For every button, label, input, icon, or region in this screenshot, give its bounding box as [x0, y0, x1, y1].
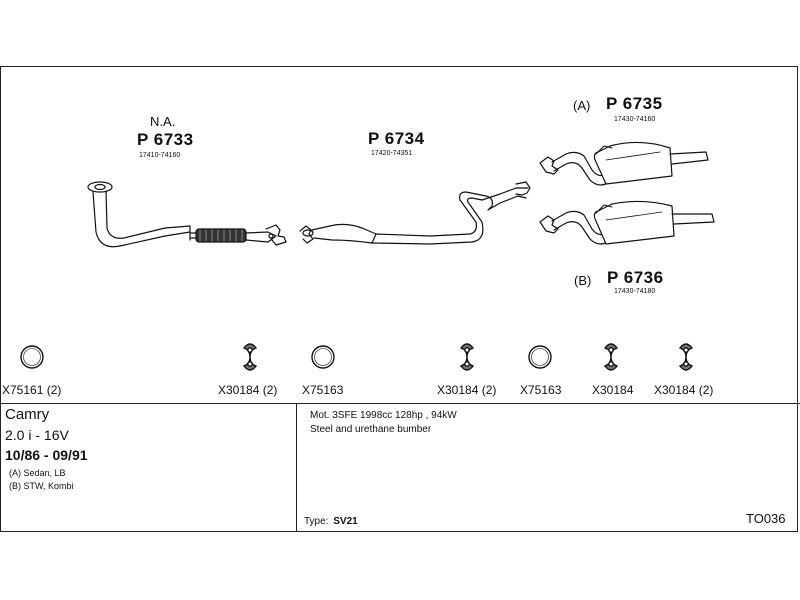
- ring-gasket-icon: [311, 345, 335, 369]
- rubber-hanger-icon: [603, 343, 619, 371]
- divider-horizontal: [0, 403, 800, 404]
- type-row: Type: SV21: [304, 516, 358, 527]
- part-qualifier: N.A.: [150, 114, 176, 129]
- part-code-p6735: 17430-74160: [614, 116, 656, 123]
- rear-silencer-p6735: [539, 141, 709, 186]
- vehicle-model: Camry: [5, 406, 50, 423]
- fitting-code: X30184 (2): [654, 383, 714, 397]
- ring-gasket-icon: [528, 345, 552, 369]
- fitting-code: X30184 (2): [437, 383, 497, 397]
- rear-silencer-p6736: [539, 200, 715, 245]
- ring-gasket-icon: [20, 345, 44, 369]
- variant-label-b: (B): [574, 273, 592, 288]
- part-code-p6733: 17410-74160: [139, 152, 181, 159]
- part-number-p6735: P 6735: [606, 94, 663, 113]
- fitting-code: X75161 (2): [2, 383, 62, 397]
- part-number-p6734: P 6734: [368, 129, 425, 148]
- material-note: Steel and urethane bumber: [310, 424, 432, 435]
- part-code-p6734: 17420-74351: [371, 150, 413, 157]
- fitting-code: X30184 (2): [218, 383, 278, 397]
- type-value: SV21: [333, 516, 358, 527]
- part-code-p6736: 17430-74180: [614, 288, 656, 295]
- catalog-code: TO036: [746, 511, 786, 526]
- vehicle-variant-a: (A) Sedan, LB: [9, 468, 66, 478]
- fitting-code: X30184: [592, 383, 634, 397]
- diagram-frame: [0, 66, 798, 532]
- motor-note: Mot. 3SFE 1998cc 128hp , 94kW: [310, 410, 457, 421]
- divider-vertical: [296, 403, 297, 532]
- variant-label-a: (A): [573, 98, 591, 113]
- rubber-hanger-icon: [242, 343, 258, 371]
- type-label: Type:: [304, 516, 329, 527]
- middle-pipe-p6734: [299, 181, 531, 245]
- front-pipe-p6733: [87, 181, 287, 248]
- rubber-hanger-icon: [678, 343, 694, 371]
- part-number-p6736: P 6736: [607, 268, 664, 287]
- fitting-code: X75163: [520, 383, 562, 397]
- rubber-hanger-icon: [459, 343, 475, 371]
- part-number-p6733: P 6733: [137, 130, 194, 149]
- vehicle-engine: 2.0 i - 16V: [5, 427, 69, 443]
- fitting-code: X75163: [302, 383, 344, 397]
- vehicle-years: 10/86 - 09/91: [5, 447, 88, 463]
- vehicle-variant-b: (B) STW, Kombi: [9, 481, 74, 491]
